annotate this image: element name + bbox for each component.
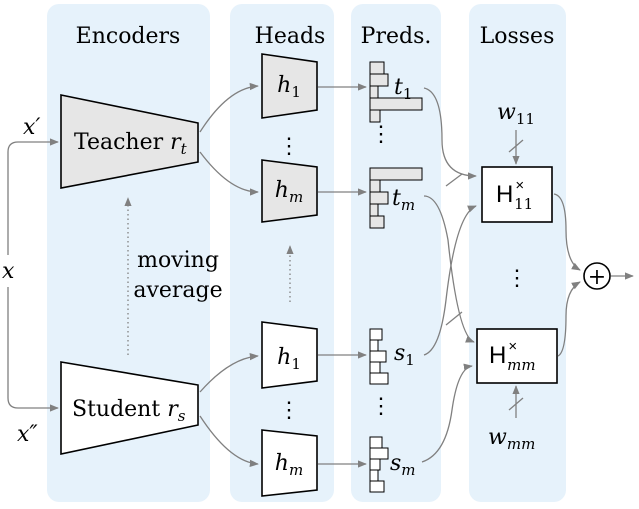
weight-wmm-label: wmm [488, 425, 535, 453]
weight-w11-label: w11 [497, 100, 535, 128]
student-label: Student rs [72, 397, 186, 425]
pred-s1-bars [369, 328, 389, 385]
loss-H11-box [481, 166, 553, 223]
loss-Hmm-box [476, 328, 558, 384]
teacher-head-1-label: h1 [277, 73, 301, 101]
student-head-m [261, 429, 318, 497]
moving-average-line2: average [133, 278, 222, 303]
weight-w11-tick [508, 139, 524, 153]
input-x-label: x [2, 259, 15, 284]
loss-H11-label: H×11 [496, 177, 533, 213]
teacher-head-1 [261, 53, 318, 119]
heads-teacher-vdots: ⋮ [278, 134, 300, 159]
pred-sm-bars [369, 436, 389, 493]
encoders-title: Encoders [76, 24, 181, 49]
preds-teacher-vdots: ⋮ [370, 122, 392, 147]
preds-student-vdots: ⋮ [370, 394, 392, 419]
teacher-label: Teacher rt [74, 130, 188, 158]
pred-tm-bars [369, 167, 423, 229]
losses-vdots: ⋮ [506, 266, 528, 291]
moving-average-line1: moving [137, 248, 219, 273]
H11-to-sum-arrow [553, 193, 581, 271]
teacher-encoder [60, 94, 199, 189]
heads-student-vdots: ⋮ [278, 398, 300, 423]
pred-tm-label: tm [392, 186, 415, 214]
loss-Hmm-label: H×mm [489, 338, 536, 374]
weight-wmm-tick [508, 397, 524, 411]
s1-to-H11-arrow [423, 205, 477, 356]
student-to-head-m-arrow [199, 415, 259, 468]
input-x-prime-label: x′ [23, 115, 40, 140]
losses-column [469, 4, 566, 502]
pred-sm-label: sm [390, 451, 416, 479]
Hmm-to-sum-arrow [557, 281, 581, 357]
cross-tick-1 [445, 173, 463, 187]
input-x-double-prime-label: x″ [17, 422, 38, 447]
input-to-teacher-arrow [7, 138, 59, 255]
sum-symbol: + [588, 265, 606, 290]
student-encoder [60, 361, 199, 455]
losses-title: Losses [480, 24, 555, 49]
tm-to-Hmm-arrow [423, 195, 475, 343]
sum-node [583, 262, 611, 290]
teacher-to-head-1-arrow [199, 82, 259, 133]
teacher-to-head-m-arrow [199, 151, 259, 196]
cross-tick-2 [445, 311, 463, 326]
student-head-m-label: hm [275, 451, 303, 479]
heads-title: Heads [255, 24, 326, 49]
student-head-1 [261, 321, 318, 389]
t1-to-H11-arrow [423, 87, 477, 180]
pred-t1-label: t1 [394, 75, 412, 103]
preds-title: Preds. [361, 24, 432, 49]
student-head-1-label: h1 [277, 345, 301, 373]
sm-to-Hmm-arrow [421, 363, 473, 463]
student-to-head-1-arrow [199, 352, 259, 393]
teacher-head-m-label: hm [275, 178, 303, 206]
input-to-student-arrow [7, 287, 59, 412]
pred-t1-bars [369, 61, 423, 123]
pred-s1-label: s1 [394, 341, 415, 369]
teacher-head-m [261, 159, 318, 223]
